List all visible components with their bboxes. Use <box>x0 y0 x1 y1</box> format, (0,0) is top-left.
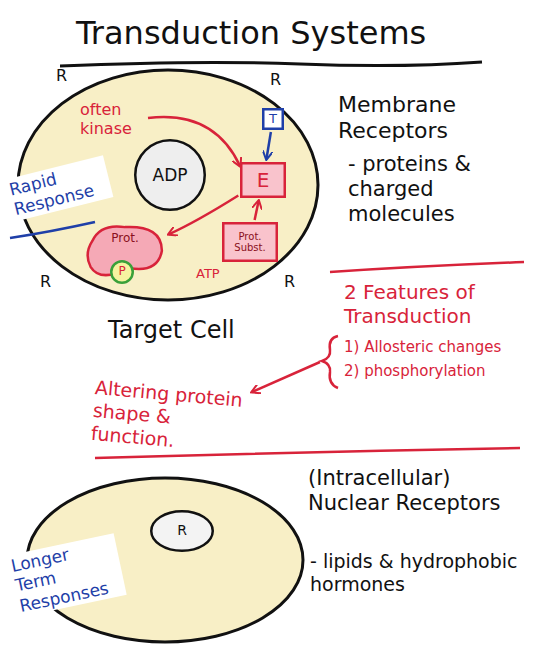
nucleus: R <box>150 510 214 552</box>
annotation: Altering protein shape & function. <box>90 376 245 457</box>
protein-blob: Prot. P <box>84 222 166 286</box>
heading: 2 Features of Transduction <box>344 280 532 328</box>
annotation: often kinase <box>80 100 160 138</box>
node-text: P <box>118 265 125 278</box>
receptor-label: R <box>284 272 304 291</box>
receptor-label: R <box>56 66 76 85</box>
heading: (Intracellular) Nuclear Receptors <box>308 466 530 516</box>
node-text: Prot. Subst. <box>222 231 278 253</box>
molecule-label: ATP <box>196 266 236 282</box>
activation-arrow <box>266 132 270 159</box>
list-item: 2) phosphorylation <box>344 362 534 380</box>
rapid-response-underline <box>10 222 95 238</box>
list-item: 1) Allosteric changes <box>344 338 534 356</box>
node-text: T <box>269 112 277 126</box>
heading: Membrane Receptors <box>338 92 528 145</box>
nucleus-shape <box>151 511 213 551</box>
transducer-box-shape <box>263 109 283 129</box>
adp-circle-shape <box>135 140 205 210</box>
substrate-arrow <box>255 201 259 220</box>
node-text: R <box>177 523 187 538</box>
receptor-label: R <box>40 272 60 291</box>
note: - lipids & hydrophobic hormones <box>310 550 530 596</box>
transducer-box: T <box>262 108 284 130</box>
title: Transduction Systems <box>76 14 426 52</box>
substrate-box: Prot. Subst. <box>222 222 278 262</box>
receptor-label: R <box>270 70 290 89</box>
cell-label: Target Cell <box>108 316 278 345</box>
phosphate-circle: P <box>110 260 134 284</box>
node-text: Prot. <box>111 232 139 245</box>
note: - proteins & charged molecules <box>348 152 528 228</box>
enzyme-box: E <box>240 162 286 198</box>
title-underline <box>60 62 482 66</box>
enzyme-box-shape <box>241 163 285 197</box>
divider-line <box>330 262 524 272</box>
adp-circle: ADP <box>134 139 206 211</box>
bracket <box>322 336 338 388</box>
node-text: ADP <box>153 166 188 185</box>
node-text: E <box>257 169 270 191</box>
phosphate-circle-shape <box>111 261 133 283</box>
bracket-arrow <box>252 362 320 392</box>
